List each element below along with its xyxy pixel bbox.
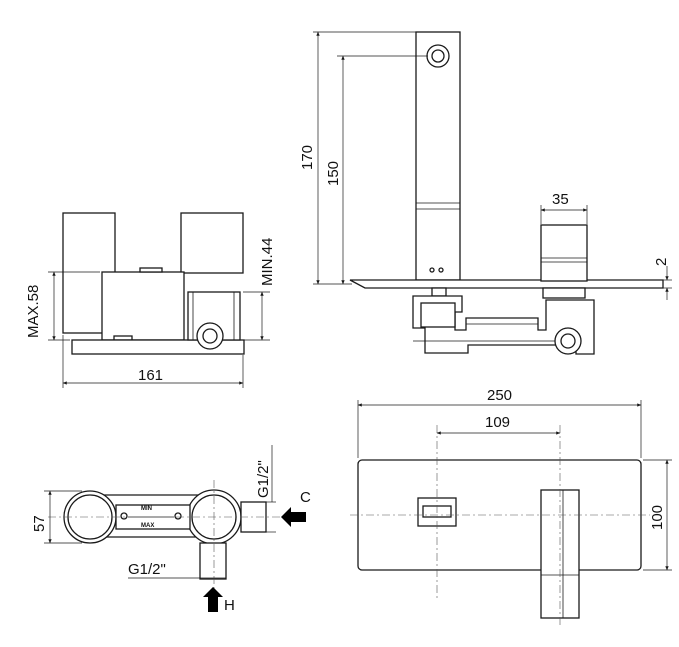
max-label: MAX xyxy=(141,523,154,529)
dim-g12-right: G1/2" xyxy=(255,460,272,498)
spout xyxy=(415,31,461,281)
side-handle xyxy=(540,224,588,282)
dim-250: 250 xyxy=(487,387,512,404)
bottom-outlet xyxy=(199,542,227,580)
cold-label: C xyxy=(300,489,311,506)
bottom-view: MIN MAX 57 G1/2" G1/2" C H xyxy=(31,445,311,614)
wall-plate-side xyxy=(349,279,664,289)
right-handle-body xyxy=(180,212,244,274)
dim-100: 100 xyxy=(649,505,666,530)
side-view: 170 150 35 2 xyxy=(299,31,672,355)
dim-2: 2 xyxy=(653,258,670,266)
hot-arrow-icon xyxy=(203,587,223,612)
plate-view: 250 109 100 xyxy=(350,387,672,628)
central-body xyxy=(101,271,185,341)
min-label: MIN xyxy=(141,506,152,512)
dim-max58: MAX.58 xyxy=(25,285,42,338)
front-view: MAX.58 MIN.44 161 xyxy=(25,212,276,388)
dim-57: 57 xyxy=(31,515,48,532)
cold-arrow-icon xyxy=(281,507,306,527)
dim-g12-bottom: G1/2" xyxy=(128,561,166,578)
hot-label: H xyxy=(224,597,235,614)
dim-min44: MIN.44 xyxy=(259,238,276,286)
dim-109: 109 xyxy=(485,414,510,431)
dim-170: 170 xyxy=(299,145,316,170)
dim-161: 161 xyxy=(138,367,163,384)
dim-150: 150 xyxy=(325,161,342,186)
dim-35: 35 xyxy=(552,191,569,208)
